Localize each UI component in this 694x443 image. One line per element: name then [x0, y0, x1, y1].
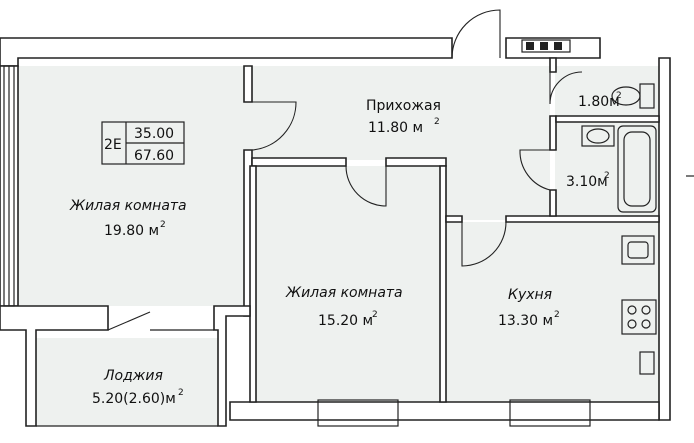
room-loggia-name: Лоджия: [103, 368, 163, 384]
room-hall-sup: 2: [434, 117, 440, 127]
room-living2-floor: [256, 166, 440, 402]
room-hall-floor: [250, 66, 550, 160]
bathtub-icon: [617, 125, 657, 213]
room-bath-sup: 2: [604, 171, 610, 181]
apartment-type-code: 2E: [104, 137, 122, 153]
wall-toilet-left: [549, 57, 557, 73]
room-living1-sup: 2: [160, 220, 166, 230]
exterior-wall-top: [0, 37, 453, 67]
room-living1-area: 19.80 м: [104, 223, 159, 239]
door-bath[interactable]: [519, 149, 551, 191]
door-living2[interactable]: [345, 165, 387, 207]
room-living1-name: Жилая комната: [69, 198, 187, 214]
vent-icon: [521, 39, 571, 53]
entrance-door-swing[interactable]: [451, 9, 501, 59]
room-kitchen-name: Кухня: [508, 287, 552, 303]
radiator-icon: [639, 351, 655, 375]
apartment-badge: 2E 35.00 67.60: [101, 121, 185, 165]
room-loggia-area: 5.20(2.60)м: [92, 391, 176, 407]
door-living1[interactable]: [251, 101, 297, 151]
room-toilet-sup: 2: [616, 91, 622, 101]
wall-bath-left: [549, 115, 557, 151]
room-living2-area: 15.20 м: [318, 313, 373, 329]
wall-toilet-bath: [555, 115, 660, 123]
room-living1-floor: [18, 66, 250, 306]
room-loggia-sup: 2: [178, 388, 184, 398]
room-kitchen-sup: 2: [554, 310, 560, 320]
sink-icon: [581, 125, 615, 147]
room-hall-corridor-floor: [440, 160, 550, 220]
wall-kitchen-top: [445, 215, 463, 223]
wall-hall-living2: [251, 157, 347, 167]
room-living2-name: Жилая комната: [285, 285, 403, 301]
room-kitchen-area: 13.30 м: [498, 313, 553, 329]
room-kitchen-floor: [446, 222, 659, 402]
exterior-wall-top-right: [505, 37, 601, 59]
apartment-living-area: 35.00: [134, 126, 174, 142]
wall-living2-left: [249, 165, 257, 403]
room-hall-area: 11.80 м: [368, 120, 423, 136]
exterior-wall-right: [658, 57, 671, 421]
exterior-wall-bottom: [229, 401, 660, 421]
wall-living1-right: [243, 65, 253, 103]
room-bath-area: 3.10м: [566, 174, 608, 190]
apartment-total-area: 67.60: [134, 148, 174, 164]
window-living2[interactable]: [317, 399, 399, 427]
window-kitchen[interactable]: [509, 399, 591, 427]
door-loggia[interactable]: [107, 311, 151, 331]
door-kitchen[interactable]: [461, 221, 507, 267]
wall-hall-living2-right: [385, 157, 447, 167]
loggia-wall-top-right: [213, 305, 251, 427]
room-living2-sup: 2: [372, 310, 378, 320]
wall-bath-left-lower: [549, 189, 557, 217]
wall-kitchen-top-right: [505, 215, 660, 223]
door-toilet[interactable]: [549, 71, 583, 105]
room-loggia-floor: [36, 338, 218, 426]
room-bath-floor: [555, 122, 659, 216]
room-toilet-area: 1.80м: [578, 94, 620, 110]
toilet-icon: [611, 83, 655, 109]
wall-living2-right: [439, 165, 447, 403]
room-hall-name: Прихожая: [366, 98, 441, 114]
kitchen-sink-icon: [621, 235, 655, 265]
stove-icon: [621, 299, 657, 335]
